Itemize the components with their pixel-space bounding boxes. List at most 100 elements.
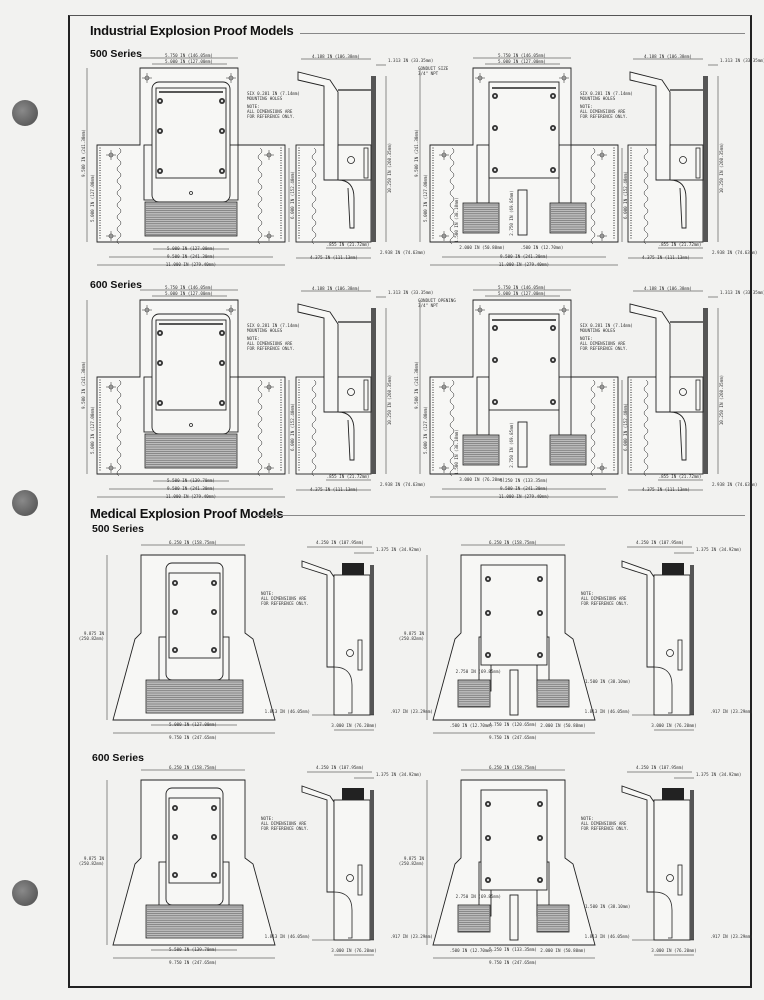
bracket [476, 376, 490, 436]
mounting-hole-icon [266, 152, 272, 158]
pedal-tread [145, 904, 244, 939]
dimension-label: 5.250 IN (133.35mm) [500, 478, 548, 483]
bolt-center [538, 653, 542, 657]
dimension-label: (250.82mm) [399, 636, 424, 641]
bolt-center [486, 802, 490, 806]
dimension-label: 5.000 IN (127.00mm) [423, 406, 428, 454]
dimension-label: 6.250 IN (158.75mm) [489, 540, 537, 545]
bolt-center [220, 361, 224, 365]
dimension-label: .855 IN (21.72mm) [659, 474, 702, 479]
dimension-label: 10.250 IN (260.35mm) [387, 375, 392, 425]
dimension-label: FOR REFERENCE ONLY. [580, 346, 628, 351]
dimension-label: .917 IN (23.29mm) [710, 934, 753, 939]
dimension-label: SIX 0.281 IN (7.14mm) [247, 91, 300, 96]
dimension-label: 10.250 IN (260.35mm) [719, 143, 724, 193]
pivot-icon [666, 874, 674, 882]
industrial-single-front-view: 5.750 IN (146.05mm)5.000 IN (127.00mm)SI… [81, 53, 300, 267]
pivot-icon [347, 156, 355, 164]
dimension-label: 5.000 IN (127.00mm) [165, 59, 213, 64]
dimension-label: 4.375 IN (111.13mm) [642, 255, 690, 260]
dimension-label: 3/4" NPT [418, 71, 439, 76]
break-line [257, 379, 263, 477]
dimension-label: 5.000 IN (127.00mm) [90, 174, 95, 222]
medical-side-view: 4.250 IN (107.95mm)1.375 IN (34.92mm)1.8… [585, 765, 753, 956]
dimension-label: 5.500 IN (139.70mm) [167, 478, 215, 483]
bracket [558, 376, 572, 436]
medical-side-view: 4.250 IN (107.95mm)1.375 IN (34.92mm)1.8… [265, 540, 433, 731]
dimension-label: 1.500 IN (38.10mm) [585, 679, 630, 684]
pedal-plate [480, 564, 548, 666]
dimension-label: FOR REFERENCE ONLY. [581, 601, 629, 606]
dimension-label: 9.500 IN (241.30mm) [81, 361, 86, 409]
dimension-label: 4.188 IN (106.38mm) [644, 54, 692, 59]
medical-single-front-view: 6.250 IN (158.75mm) NOTE:ALL DIMENSIONS A… [79, 765, 309, 965]
dimension-label: 9.875 IN [84, 631, 105, 636]
pedal-arm [301, 560, 335, 668]
dimension-label: 4.188 IN (106.38mm) [312, 54, 360, 59]
screw-icon [189, 423, 193, 427]
dimension-label: 9.500 IN (241.30mm) [414, 129, 419, 177]
dimension-label: 11.000 IN (279.40mm) [499, 494, 549, 499]
bolt-center [173, 835, 177, 839]
dimension-label: 4.250 IN (107.95mm) [636, 765, 684, 770]
dimension-label: 5.000 IN (127.00mm) [169, 722, 217, 727]
mounting-hole-icon [266, 233, 272, 239]
housing [337, 144, 372, 181]
industrial-side-view: 4.188 IN (106.38mm) 1.313 IN (33.35mm) 10.… [627, 54, 764, 260]
dimension-label: 1.500 IN (38.10mm) [454, 197, 459, 242]
dimension-label: NOTE: [261, 816, 274, 821]
pedal-lever [333, 666, 353, 714]
bolt-center [538, 802, 542, 806]
switch [357, 864, 363, 896]
screw-icon [189, 191, 193, 195]
mounting-hole-icon [561, 307, 567, 313]
mounting-hole-icon [266, 384, 272, 390]
dimension-label: 1.313 IN (33.35mm) [720, 58, 764, 63]
bolt-center [220, 129, 224, 133]
dimension-label: 4.188 IN (106.38mm) [312, 286, 360, 291]
pivot-icon [679, 156, 687, 164]
dimension-label: 5.000 IN (127.00mm) [167, 246, 215, 251]
dimension-label: 3/4" NPT [418, 303, 439, 308]
dimension-label: 1.813 IN (46.05mm) [265, 709, 310, 714]
back-plate [690, 565, 694, 715]
pedal-tread [457, 904, 491, 933]
pedal-tread [144, 433, 238, 469]
dimension-label: ALL DIMENSIONS ARE [261, 821, 307, 826]
dimension-label: 3.000 IN (76.20mm) [459, 477, 504, 482]
switch [363, 379, 369, 411]
dimension-label: 5.000 IN (127.00mm) [423, 174, 428, 222]
dimension-label: 9.500 IN (241.30mm) [167, 486, 215, 491]
mounting-hole-icon [477, 307, 483, 313]
pedal-arm [629, 71, 671, 181]
switch [695, 147, 701, 179]
bolt-center [158, 401, 162, 405]
pedal-plate [155, 87, 227, 179]
divider [300, 33, 745, 34]
dimension-label: 6.000 IN (152.40mm) [623, 171, 628, 219]
switch [677, 639, 683, 671]
industrial-side-view: 4.188 IN (106.38mm)1.313 IN (33.35mm)10.… [295, 286, 433, 492]
pedal-arm [621, 785, 655, 893]
dimension-label: SIX 0.281 IN (7.14mm) [247, 323, 300, 328]
dimension-label: 2.000 IN (50.80mm) [540, 948, 585, 953]
pedal-arm [621, 560, 655, 668]
dimension-label: 1.813 IN (46.05mm) [585, 709, 630, 714]
dimension-label: 9.500 IN (241.30mm) [414, 361, 419, 409]
dimension-label: 9.875 IN [404, 631, 425, 636]
bolt-center [220, 99, 224, 103]
dimension-label: 10.250 IN (260.35mm) [387, 143, 392, 193]
dimension-label: 6.250 IN (158.75mm) [169, 765, 217, 770]
pedal-arm [297, 71, 339, 181]
dimension-label: 9.500 IN (241.30mm) [81, 129, 86, 177]
dimension-label: 9.875 IN [84, 856, 105, 861]
dimension-label: .500 IN (12.70mm) [450, 723, 493, 728]
section-title-medical: Medical Explosion Proof Models [90, 506, 284, 521]
dimension-label: 10.250 IN (260.35mm) [719, 375, 724, 425]
mounting-hole-icon [599, 233, 605, 239]
bolt-center [158, 99, 162, 103]
dimension-label: SIX 0.281 IN (7.14mm) [580, 323, 633, 328]
